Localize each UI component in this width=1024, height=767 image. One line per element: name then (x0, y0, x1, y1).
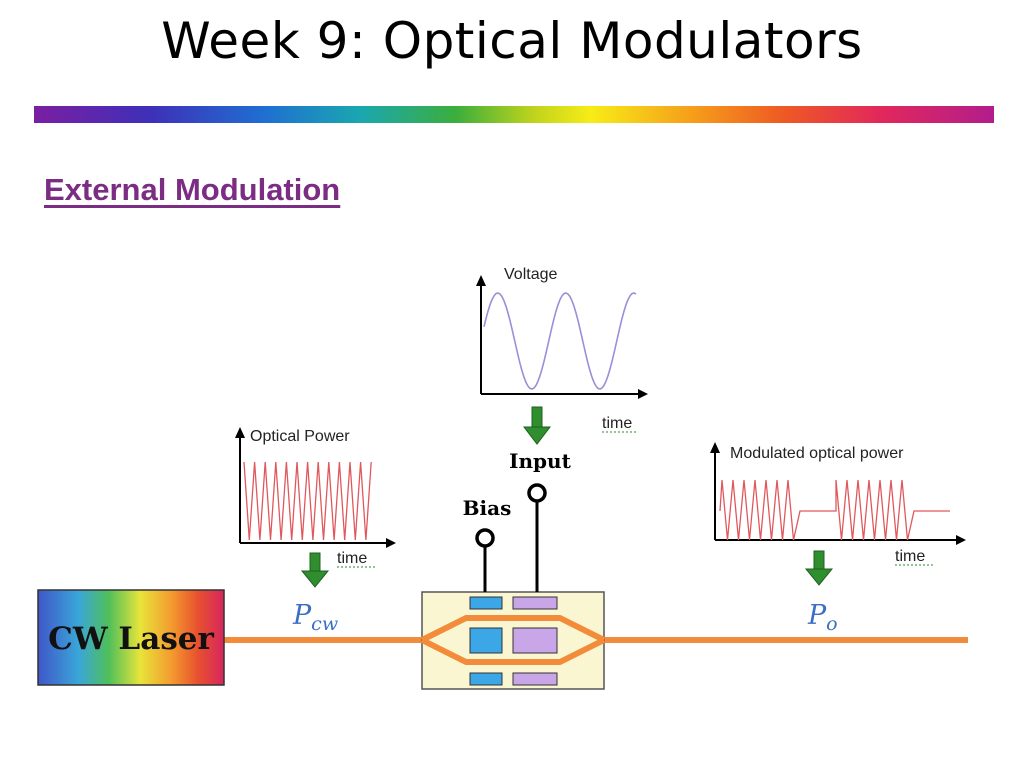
modulated-power-plot: Modulated optical power time (710, 442, 966, 566)
waveguide-output (604, 637, 968, 643)
p-cw-label: Pcw (292, 600, 338, 635)
bias-terminal (475, 528, 495, 592)
section-heading: External Modulation (44, 172, 341, 207)
optical-power-wave (243, 461, 372, 541)
green-arrow-optical-power (300, 552, 330, 588)
voltage-plot: Voltage time (476, 266, 648, 433)
optical-power-plot: Optical Power time (235, 427, 396, 568)
electrode-bottom-small-lilac (512, 672, 558, 686)
waveguide-input (222, 637, 422, 643)
cw-laser: CW Laser (37, 589, 225, 686)
mzi-lower-arm (420, 637, 606, 665)
rainbow-divider (34, 106, 994, 123)
electrode-center-lilac (512, 627, 558, 654)
electrode-bottom-small-blue (469, 672, 503, 686)
green-arrow-modulated (804, 550, 834, 586)
cw-laser-label: CW Laser (48, 621, 214, 657)
optical-power-xlabel: time (337, 550, 367, 567)
electrode-center-blue (469, 627, 503, 654)
modulated-power-wave (719, 479, 950, 541)
voltage-xlabel: time (602, 415, 632, 432)
modulated-ylabel: Modulated optical power (730, 445, 904, 462)
electrode-top-small-lilac (512, 596, 558, 610)
green-arrow-voltage (522, 406, 552, 445)
modulator-chip (420, 591, 606, 690)
optical-power-ylabel: Optical Power (250, 428, 350, 445)
modulated-xlabel: time (895, 548, 925, 565)
mzi-upper-arm (420, 615, 606, 643)
input-terminal (527, 483, 547, 592)
voltage-ylabel: Voltage (504, 266, 557, 283)
bias-label: Bias (463, 496, 512, 520)
p-o-label: Po (807, 600, 838, 635)
slide-title: Week 9: Optical Modulators (161, 12, 863, 70)
electrode-top-small-blue (469, 596, 503, 610)
input-label: Input (509, 449, 571, 473)
voltage-sine-wave (483, 292, 637, 390)
